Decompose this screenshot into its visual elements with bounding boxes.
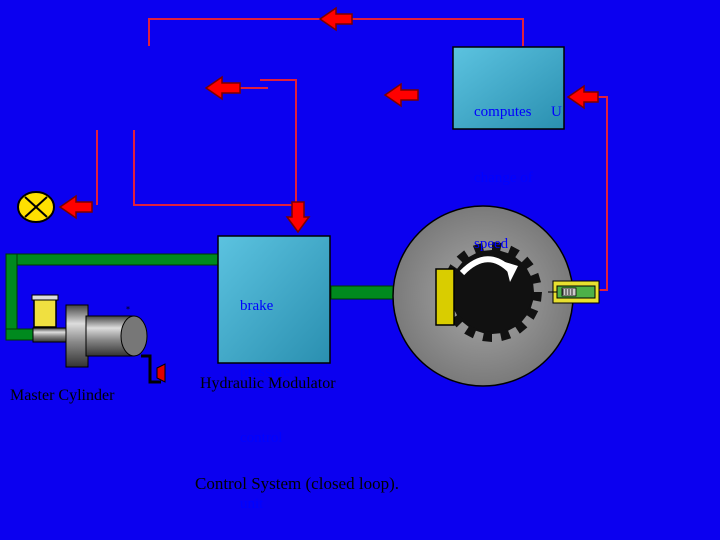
arrow-left-upper <box>204 75 241 101</box>
ecu-box <box>452 46 565 130</box>
brake-pedal-icon <box>141 354 166 384</box>
arrow-down-to-modulator <box>285 201 311 234</box>
warning-lamp-icon <box>17 191 55 223</box>
signal-arrows <box>58 6 599 234</box>
wheel-speed-sensor-icon <box>548 280 600 304</box>
ecu-text-line-3: speed <box>474 236 509 252</box>
pipe-left <box>5 253 18 341</box>
arrow-lamp <box>58 194 93 220</box>
sensor-to-ecu-line <box>574 96 608 291</box>
arrow-ecu-out <box>383 82 419 108</box>
diagram-caption: Control System (closed loop). <box>195 474 399 493</box>
ecu-text: computes change of speed <box>474 57 533 277</box>
ecu-text-u: U <box>551 104 562 120</box>
modulator-text-line-1: brake <box>240 298 274 314</box>
modulator-text-line-4: unit <box>240 496 264 512</box>
modulator-text: brake pressure control unit <box>240 251 290 537</box>
pipe-top <box>5 253 219 266</box>
master-cylinder-label: Master Cylinder <box>10 387 115 404</box>
brake-caliper <box>435 268 455 326</box>
hydraulic-modulator-label: Hydraulic Modulator <box>200 375 336 392</box>
arrow-ecu-in <box>566 84 599 110</box>
master-cylinder-icon: * <box>31 294 148 368</box>
arrow-top <box>318 6 353 32</box>
ecu-text-line-1: computes <box>474 104 532 120</box>
modulator-text-line-3: control <box>240 430 283 446</box>
svg-text:*: * <box>126 305 130 314</box>
modulator-text-line-2: pressure <box>240 364 290 380</box>
ecu-text-line-2: change of <box>474 170 533 186</box>
ecu-to-modulator-line <box>133 79 297 206</box>
brake-disc-icon <box>392 205 574 387</box>
hydraulic-modulator-box <box>217 235 331 364</box>
